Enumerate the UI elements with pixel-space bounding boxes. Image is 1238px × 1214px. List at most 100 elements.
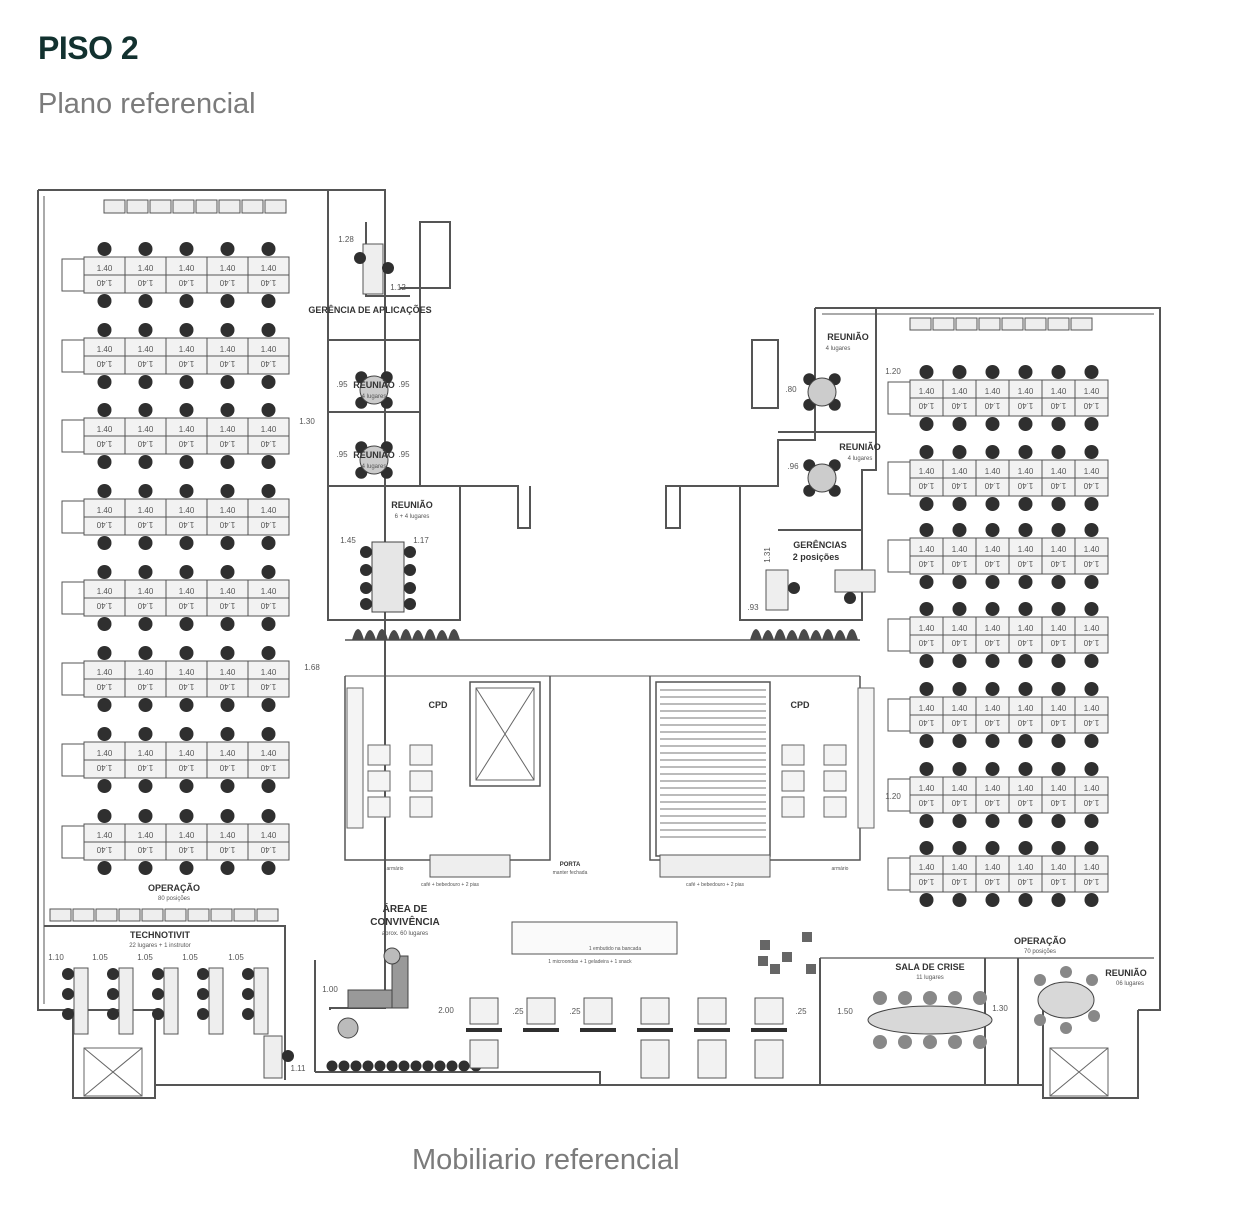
storage-cabinet: [241, 199, 264, 214]
chair-icon: [220, 242, 235, 256]
desk-dimension: 1.40: [1018, 784, 1034, 793]
right-workstations: 1.40 1.40 1.40 1.40 1.40 1.40 1.40 1.40 1.40 1.40…: [887, 317, 1109, 907]
desk-dimension: 1.40: [1084, 545, 1100, 554]
chair-icon: [985, 575, 1000, 589]
furniture: [62, 243, 1100, 1079]
chair-icon: [107, 988, 119, 1000]
chair-icon: [152, 968, 164, 980]
chair-icon: [261, 323, 276, 337]
chair-icon: [919, 417, 934, 431]
cabinet: [887, 857, 911, 891]
meeting-table: [371, 541, 405, 613]
desk-dimension: 1.40: [918, 638, 934, 647]
desk-dimension: 1.40: [137, 278, 153, 287]
desk-dimension: 1.40: [219, 278, 235, 287]
chair-icon: [261, 727, 276, 741]
storage-cabinet: [264, 199, 287, 214]
chair-icon: [197, 968, 209, 980]
chair-icon: [220, 698, 235, 712]
chair-icon: [1018, 814, 1033, 828]
desk-dimension: 1.40: [260, 682, 276, 691]
desk-dimension: 1.40: [1083, 559, 1099, 568]
desk-dimension: 1.40: [1050, 481, 1066, 490]
armchair-icon: [337, 1017, 359, 1039]
desk-dimension: 1.40: [138, 345, 154, 354]
chair-icon: [138, 403, 153, 417]
desk-dimension: 1.40: [985, 624, 1001, 633]
desk-dimension: 1.40: [261, 749, 277, 758]
room-label-operacao-left: OPERAÇÃO: [148, 883, 200, 893]
chair-icon: [261, 698, 276, 712]
desk-dimension: 1.40: [178, 845, 194, 854]
desk: [1074, 555, 1109, 575]
room-label-gerencias: GERÊNCIAS: [793, 539, 847, 550]
room-cap-technotivit: 22 lugares + 1 instrutor: [129, 943, 191, 949]
desk-dimension: 1.40: [97, 831, 113, 840]
restroom-stall: [823, 796, 847, 818]
dim-095-b: .95: [398, 380, 410, 389]
desk-dimension: 1.40: [985, 387, 1001, 396]
chair-icon: [179, 809, 194, 823]
cafe-table: [640, 1039, 670, 1079]
bench: [637, 1028, 673, 1032]
storage-cabinet: [256, 908, 279, 922]
desk-dimension: 1.40: [220, 264, 236, 273]
dim-105-d: 1.05: [228, 953, 244, 962]
desk-dimension: 1.40: [178, 601, 194, 610]
desk-dimension: 1.40: [919, 704, 935, 713]
chair-icon: [1051, 841, 1066, 855]
chair-icon: [97, 294, 112, 308]
chair-icon: [404, 582, 416, 594]
chair-icon: [197, 1008, 209, 1020]
chair-icon: [138, 617, 153, 631]
cabinet: [887, 461, 911, 495]
desk-dimension: 1.40: [261, 506, 277, 515]
desk-dimension: 1.40: [261, 831, 277, 840]
chair-icon: [261, 565, 276, 579]
chair-icon: [179, 536, 194, 550]
chair-icon: [179, 323, 194, 337]
desk-dimension: 1.40: [1051, 863, 1067, 872]
chair-icon: [952, 497, 967, 511]
room-cap-reuniao-2: 4 lugares: [362, 464, 387, 470]
desk-dimension: 1.40: [1051, 624, 1067, 633]
room-cap-porta: manter fechada: [553, 870, 588, 876]
chair-icon: [261, 861, 276, 875]
dim-025-a: .25: [795, 1007, 807, 1016]
chair-icon: [261, 294, 276, 308]
chair-icon: [948, 1035, 962, 1049]
chair-icon: [97, 403, 112, 417]
desk-dimension: 1.40: [918, 559, 934, 568]
chair-icon: [138, 646, 153, 660]
dim-105-c: 1.05: [182, 953, 198, 962]
chair-icon: [107, 1008, 119, 1020]
chair-icon: [985, 762, 1000, 776]
chair-icon: [97, 727, 112, 741]
chair-icon: [97, 242, 112, 256]
chair-icon: [985, 841, 1000, 855]
chair-icon: [62, 988, 74, 1000]
desk-dimension: 1.40: [951, 877, 967, 886]
chair-icon: [919, 575, 934, 589]
desk: [1074, 794, 1109, 814]
storage-cabinet: [95, 908, 118, 922]
chair-icon: [138, 727, 153, 741]
dim-130: 1.30: [299, 417, 315, 426]
desk-dimension: 1.40: [137, 845, 153, 854]
storage-cabinet: [118, 908, 141, 922]
cafe-counter: [429, 854, 511, 878]
desk-dimension: 1.40: [220, 668, 236, 677]
dim-105-a: 1.05: [92, 953, 108, 962]
instructor-desk: [263, 1035, 283, 1079]
storage-cabinet: [126, 199, 149, 214]
desk-dimension: 1.40: [1084, 784, 1100, 793]
cafe-table: [526, 997, 556, 1025]
chair-icon: [1051, 523, 1066, 537]
chair-icon: [919, 365, 934, 379]
desk-dimension: 1.40: [220, 425, 236, 434]
storage-cabinet: [932, 317, 955, 331]
dim-095-d: .95: [398, 450, 410, 459]
pouf: [782, 952, 792, 962]
desk-dimension: 1.40: [138, 264, 154, 273]
desk-dimension: 1.40: [137, 439, 153, 448]
